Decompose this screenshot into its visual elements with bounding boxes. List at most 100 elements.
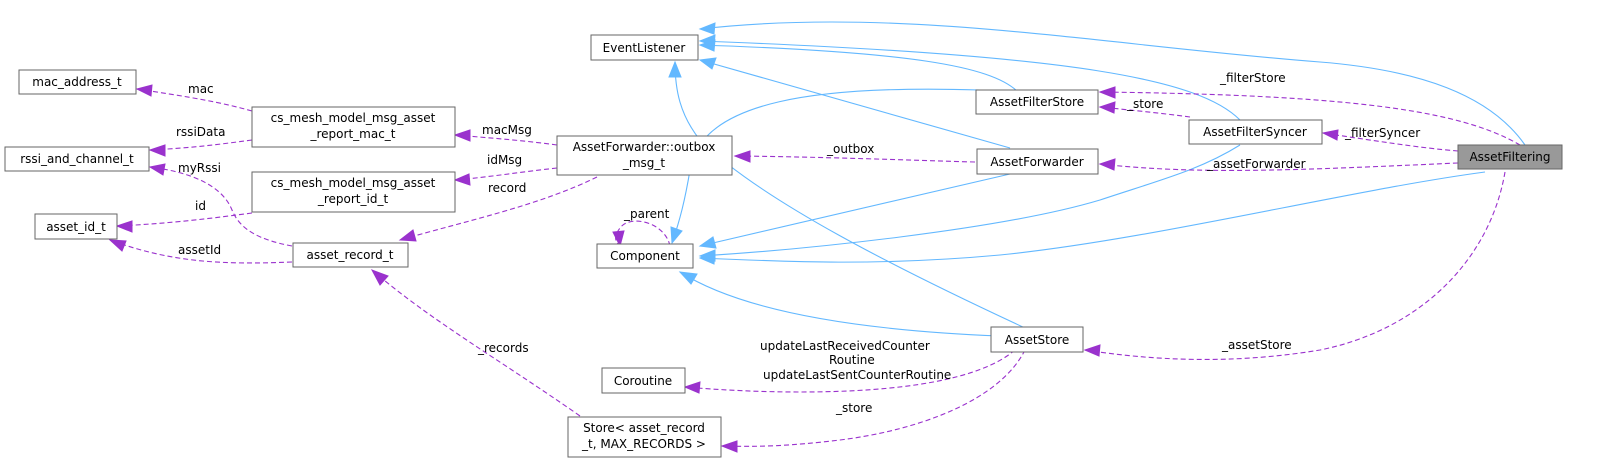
edge-filterstore-to-component: [671, 88, 981, 244]
edge-myrssi-usage: [149, 166, 293, 247]
edge-assetforwarder-usage: [1099, 162, 1459, 171]
svg-text:cs_mesh_model_msg_asset: cs_mesh_model_msg_asset: [271, 176, 436, 190]
svg-text:AssetForwarder: AssetForwarder: [990, 155, 1083, 169]
label-record: record: [488, 181, 526, 195]
arrowhead-use: [148, 144, 166, 157]
arrowhead-use: [453, 173, 471, 186]
arrowhead-use: [683, 381, 701, 394]
svg-text:cs_mesh_model_msg_asset: cs_mesh_model_msg_asset: [271, 111, 436, 125]
label-routine-line3: updateLastSentCounterRoutine: [763, 368, 951, 382]
edge-filtersyncer-usage: [1322, 132, 1459, 152]
usage-edges: [108, 84, 1521, 453]
label-assetid: assetId: [178, 243, 221, 257]
arrowhead-use: [1098, 101, 1116, 114]
node-report-mac[interactable]: cs_mesh_model_msg_asset _report_mac_t: [251, 106, 456, 148]
arrowhead-inherit: [698, 34, 716, 47]
label-assetstore: _assetStore: [1221, 338, 1292, 352]
svg-text:AssetFiltering: AssetFiltering: [1469, 150, 1550, 164]
label-records: _records: [477, 341, 529, 355]
arrowhead-inherit: [698, 249, 716, 262]
arrowhead-inherit: [698, 22, 716, 35]
arrowhead-use: [612, 230, 625, 248]
edge-labels: _filterStore _store _filterSyncer _outbo…: [176, 71, 1420, 415]
svg-text:rssi_and_channel_t: rssi_and_channel_t: [20, 152, 134, 166]
label-outbox: _outbox: [826, 142, 874, 156]
label-idmsg: idMsg: [487, 153, 522, 167]
label-routine-line2: Routine: [829, 353, 875, 367]
arrowhead-use: [135, 84, 153, 97]
svg-text:asset_record_t: asset_record_t: [307, 248, 394, 262]
svg-text:Coroutine: Coroutine: [614, 374, 672, 388]
svg-text:_report_mac_t: _report_mac_t: [310, 127, 396, 141]
edge-assetid-usage: [109, 239, 293, 264]
node-report-id[interactable]: cs_mesh_model_msg_asset _report_id_t: [251, 171, 456, 213]
edge-assetstore-to-component: [679, 271, 1001, 337]
node-outbox-msg[interactable]: AssetForwarder::outbox _msg_t: [556, 135, 733, 176]
label-assetforwarder: _assetForwarder: [1206, 157, 1306, 171]
arrowhead-use: [720, 440, 738, 453]
svg-text:_report_id_t: _report_id_t: [317, 192, 389, 206]
edge-filtersyncer-to-eventlistener: [699, 40, 1241, 121]
node-component[interactable]: Component: [596, 243, 694, 269]
label-id: id: [195, 199, 206, 213]
svg-text:Component: Component: [610, 249, 680, 263]
edge-coroutine-usage: [684, 349, 1016, 393]
node-asset-filter-store[interactable]: AssetFilterStore: [975, 89, 1099, 115]
svg-text:AssetFilterStore: AssetFilterStore: [990, 95, 1084, 109]
label-rssidata: rssiData: [176, 125, 225, 139]
label-filtersyncer: _filterSyncer: [1344, 126, 1420, 140]
edge-parent-self-loop: [615, 220, 671, 247]
edge-filterstore-usage: [1099, 91, 1521, 146]
arrowhead-inherit: [668, 60, 682, 78]
node-asset-store[interactable]: AssetStore: [990, 326, 1084, 353]
node-event-listener[interactable]: EventListener: [590, 34, 699, 61]
edge-forwarder-to-component: [699, 173, 1011, 247]
label-filterstore: _filterStore: [1219, 71, 1286, 85]
node-asset-forwarder[interactable]: AssetForwarder: [976, 148, 1099, 175]
label-parent: _parent: [623, 207, 670, 221]
arrowhead-inherit: [678, 271, 698, 285]
arrowhead-inherit: [698, 236, 717, 249]
svg-text:EventListener: EventListener: [603, 41, 686, 55]
nodes: AssetFiltering EventListener AssetFilter…: [4, 34, 1563, 458]
edge-id-usage: [116, 212, 253, 227]
node-mac-address[interactable]: mac_address_t: [18, 69, 137, 95]
inheritance-edges: [668, 21, 1526, 337]
node-store-records[interactable]: Store< asset_record _t, MAX_RECORDS >: [567, 416, 722, 458]
svg-text:AssetStore: AssetStore: [1005, 333, 1070, 347]
edge-mac-usage: [136, 88, 253, 112]
arrowhead-inherit: [670, 226, 683, 245]
svg-text:asset_id_t: asset_id_t: [46, 220, 106, 234]
edge-idmsg-usage: [454, 167, 558, 181]
edge-assetstore-usage: [1084, 171, 1506, 361]
arrowhead-use: [1321, 129, 1339, 141]
node-asset-id[interactable]: asset_id_t: [34, 213, 118, 240]
node-rssi-channel[interactable]: rssi_and_channel_t: [4, 146, 150, 172]
arrowhead-use: [108, 239, 127, 252]
label-store: _store: [1126, 97, 1163, 111]
node-asset-filter-syncer[interactable]: AssetFilterSyncer: [1188, 119, 1323, 145]
edge-assetfiltering-to-component: [699, 171, 1486, 263]
svg-text:AssetFilterSyncer: AssetFilterSyncer: [1203, 125, 1307, 139]
node-asset-filtering[interactable]: AssetFiltering: [1457, 144, 1563, 170]
edge-assetfiltering-to-eventlistener: [699, 21, 1526, 146]
label-store2: _store: [835, 401, 872, 415]
arrowhead-use: [733, 150, 751, 163]
node-asset-record[interactable]: asset_record_t: [292, 242, 409, 268]
arrowhead-use: [148, 163, 166, 176]
arrowhead-use: [115, 220, 133, 233]
label-routine-line1: updateLastReceivedCounter: [760, 339, 930, 353]
arrowhead-use: [1083, 344, 1101, 357]
arrowhead-inherit: [698, 57, 717, 70]
svg-text:mac_address_t: mac_address_t: [32, 75, 122, 89]
arrowhead-use: [1098, 158, 1116, 171]
edge-assetstore-to-eventlistener: [674, 61, 1026, 329]
label-macmsg: macMsg: [482, 123, 532, 137]
svg-text:_msg_t: _msg_t: [622, 156, 666, 170]
svg-text:AssetForwarder::outbox: AssetForwarder::outbox: [573, 140, 716, 154]
edge-records-usage: [371, 269, 581, 417]
arrowhead-use: [453, 129, 471, 142]
arrowhead-use: [370, 269, 389, 286]
node-coroutine[interactable]: Coroutine: [601, 367, 686, 394]
